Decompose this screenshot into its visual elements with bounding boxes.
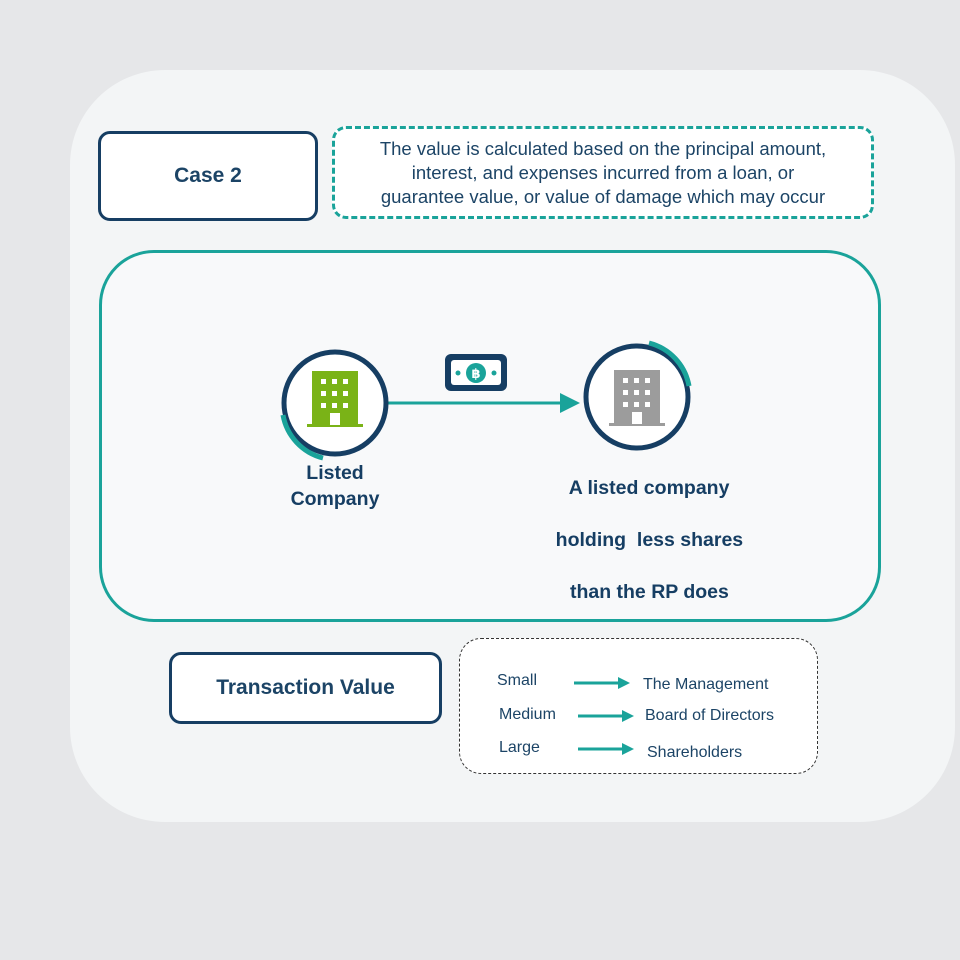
target-label-line: A listed company [568, 477, 730, 499]
transaction-value-label: Transaction Value [216, 676, 395, 699]
flow-arrow-head [560, 393, 580, 413]
approval-legend: Small The Management Medium Board of Dir… [459, 638, 818, 774]
legend-row-small: Small The Management [460, 672, 817, 696]
description-line: The value is calculated based on the pri… [379, 137, 827, 159]
description-line: guarantee value, or value of damage whic… [380, 185, 826, 207]
building-icon [609, 370, 665, 426]
arrow-right-icon [578, 743, 634, 755]
flow-diagram-box [99, 250, 881, 622]
target-company-node [583, 340, 692, 451]
source-company-node [280, 349, 389, 461]
target-company-label: A listed company holding less shares tha… [524, 449, 764, 605]
arrow-right-icon [578, 710, 634, 722]
target-label-line: holding less shares [555, 529, 744, 551]
svg-text:฿: ฿ [471, 367, 480, 382]
transaction-value-box: Transaction Value [169, 652, 442, 724]
source-label-line: Company [290, 488, 380, 510]
source-company-label: Listed Company [255, 460, 415, 512]
legend-size-label: Large [499, 739, 540, 756]
legend-approver-label: Board of Directors [645, 707, 774, 724]
baht-banknote-icon: ฿ [445, 354, 507, 391]
legend-size-label: Medium [499, 706, 556, 723]
legend-approver-label: The Management [643, 676, 769, 693]
description-text: The value is calculated based on the pri… [380, 137, 826, 209]
legend-row-medium: Medium Board of Directors [460, 706, 817, 730]
arrow-right-icon [574, 677, 630, 689]
legend-row-large: Large Shareholders [460, 739, 817, 763]
case-label: Case 2 [174, 164, 242, 187]
source-label-line: Listed [306, 462, 364, 484]
target-label-line: than the RP does [569, 581, 729, 603]
legend-approver-label: Shareholders [647, 744, 743, 761]
building-icon [307, 371, 363, 427]
description-box: The value is calculated based on the pri… [332, 126, 874, 219]
legend-size-label: Small [497, 672, 538, 689]
case-label-box: Case 2 [98, 131, 318, 221]
description-line: interest, and expenses incurred from a l… [411, 161, 795, 183]
